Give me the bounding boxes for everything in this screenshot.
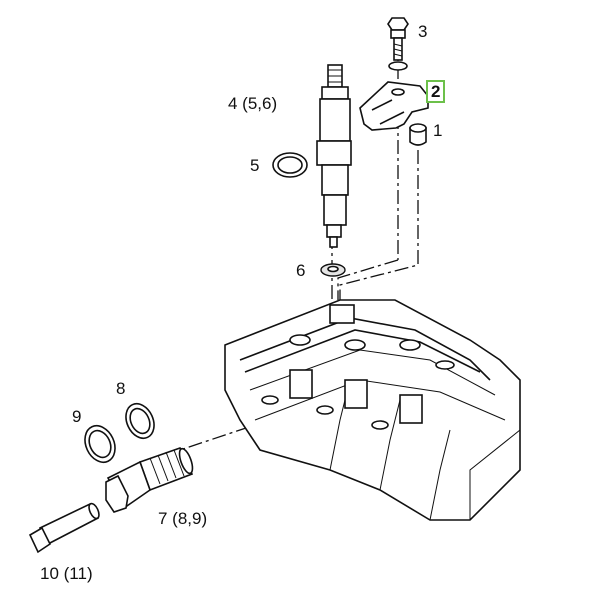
- callout-7: 7 (8,9): [158, 509, 208, 528]
- callout-3: 3: [418, 22, 428, 41]
- callout-9: 9: [72, 407, 82, 426]
- callout-4: 4 (5,6): [228, 94, 278, 113]
- part-1-sleeve: [409, 123, 427, 146]
- callout-5: 5: [250, 156, 260, 175]
- part-4-injector: [316, 64, 352, 248]
- callout-2-highlighted[interactable]: 2: [426, 80, 446, 103]
- part-8-o-ring: [125, 402, 155, 440]
- part-2-clamp: [359, 81, 429, 131]
- part-6-washer: [320, 263, 346, 277]
- part-5-o-ring: [272, 152, 308, 178]
- part-10-pipe: [28, 502, 100, 554]
- cylinder-head: [224, 299, 521, 521]
- callout-8: 8: [116, 379, 126, 398]
- part-7-pipe-neck: [105, 447, 194, 513]
- part-3-bolt: [387, 17, 409, 71]
- callout-10: 10 (11): [40, 564, 93, 583]
- callout-6: 6: [296, 261, 306, 280]
- callout-1: 1: [433, 121, 443, 140]
- part-9-o-ring: [84, 424, 116, 464]
